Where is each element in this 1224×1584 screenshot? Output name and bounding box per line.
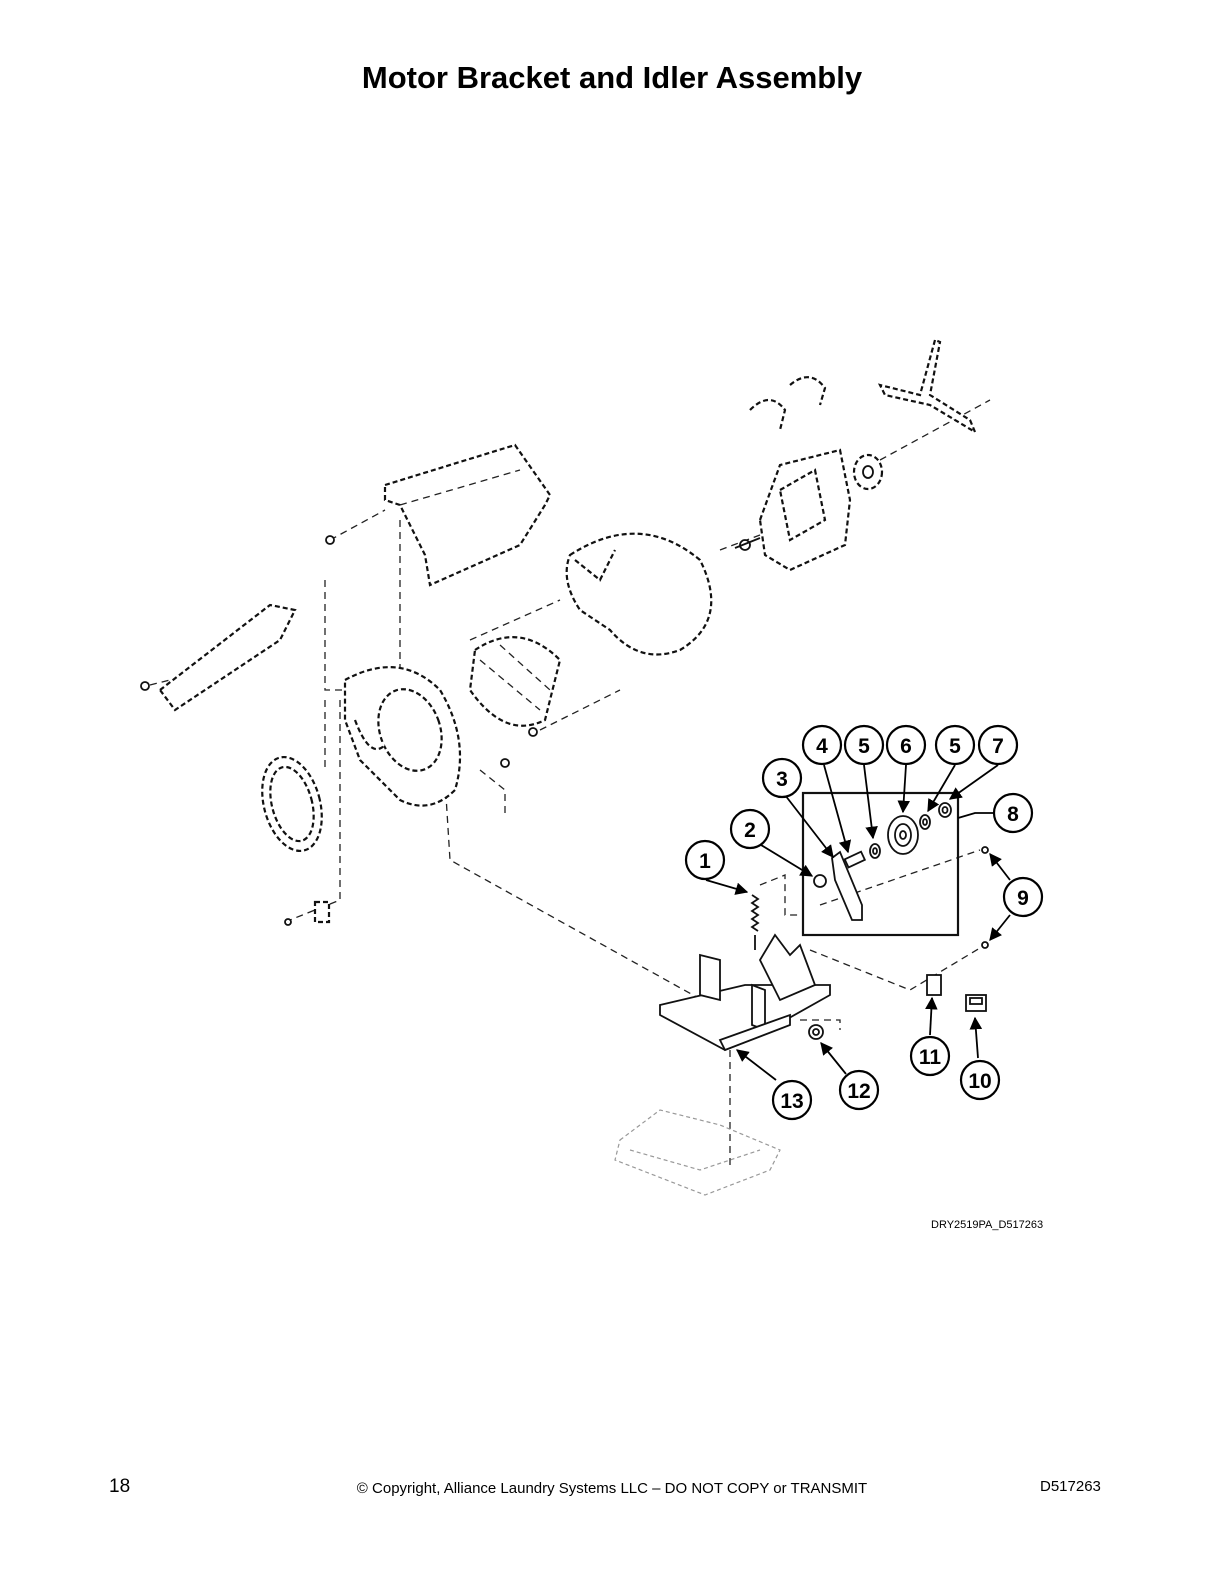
document-number: D517263 [1040,1478,1101,1495]
nut-icon [808,1024,824,1040]
drive-belt [877,338,978,435]
tension-spring [750,894,760,950]
copyright-notice: © Copyright, Alliance Laundry Systems LL… [356,1480,868,1497]
svg-text:3: 3 [776,768,788,791]
svg-text:8: 8 [1007,803,1019,826]
page-number: 18 [109,1476,131,1497]
callout-2: 2 [729,808,771,850]
motor-bracket [659,933,831,1052]
cabinet-base-outline [614,1109,781,1196]
callout-1: 1 [684,839,726,881]
svg-text:1: 1 [699,850,711,873]
svg-text:7: 7 [992,735,1004,758]
callout-13: 13 [771,1079,813,1121]
svg-text:11: 11 [919,1046,942,1069]
side-cover [158,603,297,712]
svg-text:5: 5 [949,735,961,758]
callout-5: 5 [843,724,885,766]
screw-icon [981,846,989,854]
switch-icon [965,994,987,1012]
drive-motor [734,448,852,572]
blower-wheel [468,636,562,727]
nut-icon [938,802,952,818]
screw-icon [284,918,292,926]
idler-shaft [843,850,867,869]
washer-icon [919,814,931,830]
callout-12: 12 [838,1069,880,1111]
motor-clamp-right [789,376,827,406]
washer-icon [869,843,881,859]
screw-icon [325,535,335,545]
callout-11: 11 [909,1035,951,1077]
svg-text:10: 10 [968,1070,991,1093]
callout-6: 6 [885,724,927,766]
svg-text:2: 2 [744,819,756,842]
housing-seal-ring [261,755,323,853]
idler-pulley [887,815,919,855]
svg-text:9: 9 [1017,887,1029,910]
idler-kit-box [801,791,960,937]
screw-icon [500,758,510,768]
callout-8: 8 [992,792,1034,834]
page-title: Motor Bracket and Idler Assembly [361,60,863,95]
switch-bracket [926,974,942,996]
callout-5-second: 5 [934,724,976,766]
drawing-id: DRY2519PA_D517263 [931,1219,1044,1231]
screw-icon [140,681,150,691]
callout-10: 10 [959,1059,1001,1101]
screw-icon [528,727,538,737]
spacer-icon [813,874,827,888]
motor-pulley [852,453,884,491]
svg-text:13: 13 [780,1090,803,1113]
callout-leaders [705,764,1011,1081]
svg-text:5: 5 [858,735,870,758]
motor-mount-shell [565,532,713,656]
callout-4: 4 [801,724,843,766]
clip-icon [313,900,331,924]
svg-text:4: 4 [816,735,828,758]
motor-clamp-left [749,398,787,431]
blower-housing [343,666,462,807]
svg-text:12: 12 [847,1080,870,1103]
motor-shroud [383,443,552,587]
callout-7: 7 [977,724,1019,766]
screw-icon [981,941,989,949]
svg-text:6: 6 [900,735,912,758]
callout-9: 9 [1002,876,1044,918]
callout-3: 3 [761,757,803,799]
